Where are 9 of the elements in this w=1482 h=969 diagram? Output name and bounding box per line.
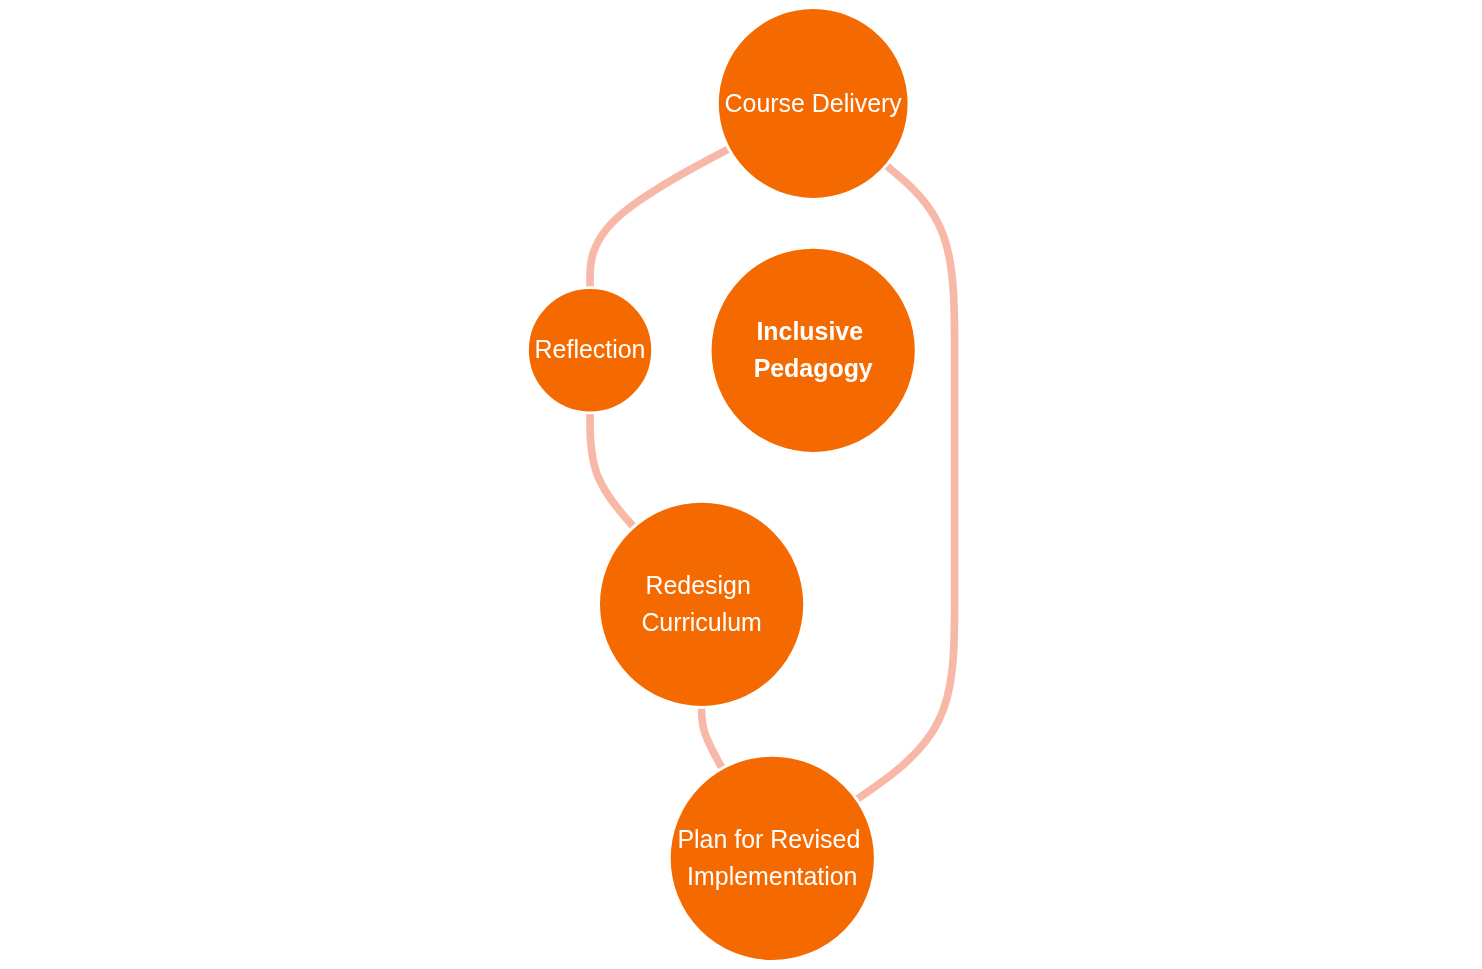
- connector: [586, 145, 731, 288]
- node-circle: Plan for Revised Implementation: [667, 753, 877, 963]
- node-circle: Course Delivery: [715, 6, 911, 201]
- node-circle: Redesign Curriculum: [597, 499, 807, 709]
- connector: [697, 707, 726, 771]
- connector: [586, 412, 637, 530]
- node-circle: Inclusive Pedagogy: [708, 245, 918, 455]
- node-circle: Reflection: [526, 286, 655, 415]
- connector: [854, 162, 959, 803]
